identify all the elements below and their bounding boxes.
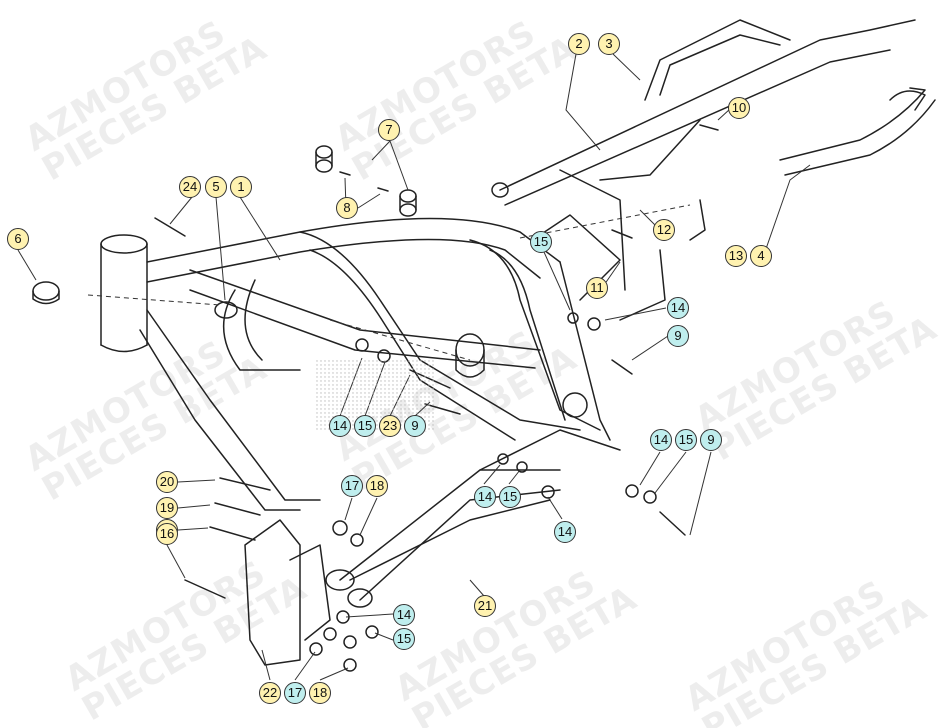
callout-12: 12: [653, 219, 675, 241]
callout-22: 22: [259, 682, 281, 704]
swing-arm: [325, 429, 621, 608]
callout-9: 9: [700, 429, 722, 451]
nuts-washers: [309, 312, 657, 672]
main-frame-tubes: [139, 217, 611, 511]
steering-head-tube: [100, 234, 148, 353]
callout-13: 13: [725, 245, 747, 267]
callout-9: 9: [667, 325, 689, 347]
callout-17: 17: [341, 475, 363, 497]
callout-6: 6: [7, 228, 29, 250]
callout-7: 7: [378, 119, 400, 141]
callout-8: 8: [336, 197, 358, 219]
callout-23: 23: [379, 415, 401, 437]
callout-15: 15: [354, 415, 376, 437]
callout-15: 15: [675, 429, 697, 451]
callout-17: 17: [284, 682, 306, 704]
clamp-part: [214, 301, 238, 319]
callout-19: 19: [156, 497, 178, 519]
callout-14: 14: [474, 486, 496, 508]
callout-18: 18: [366, 475, 388, 497]
callout-14: 14: [667, 297, 689, 319]
callout-15: 15: [530, 231, 552, 253]
clamp-part: [32, 281, 60, 305]
callout-11: 11: [586, 277, 608, 299]
callout-3: 3: [598, 33, 620, 55]
callout-20: 20: [156, 471, 178, 493]
callout-14: 14: [393, 604, 415, 626]
rear-subframe: [491, 19, 916, 321]
callout-14: 14: [329, 415, 351, 437]
callout-1: 1: [230, 176, 252, 198]
callout-5: 5: [205, 176, 227, 198]
callout-10: 10: [728, 97, 750, 119]
callout-14: 14: [650, 429, 672, 451]
callout-15: 15: [499, 486, 521, 508]
bushing-part: [315, 145, 417, 217]
callout-2: 2: [568, 33, 590, 55]
grab-bar: [779, 87, 936, 176]
callout-9: 9: [404, 415, 426, 437]
callout-16: 16: [156, 523, 178, 545]
callout-14: 14: [554, 521, 576, 543]
callout-4: 4: [750, 245, 772, 267]
callout-18: 18: [309, 682, 331, 704]
callout-21: 21: [474, 595, 496, 617]
callout-24: 24: [179, 176, 201, 198]
engine-mount-plate: [244, 519, 331, 666]
callout-15: 15: [393, 628, 415, 650]
